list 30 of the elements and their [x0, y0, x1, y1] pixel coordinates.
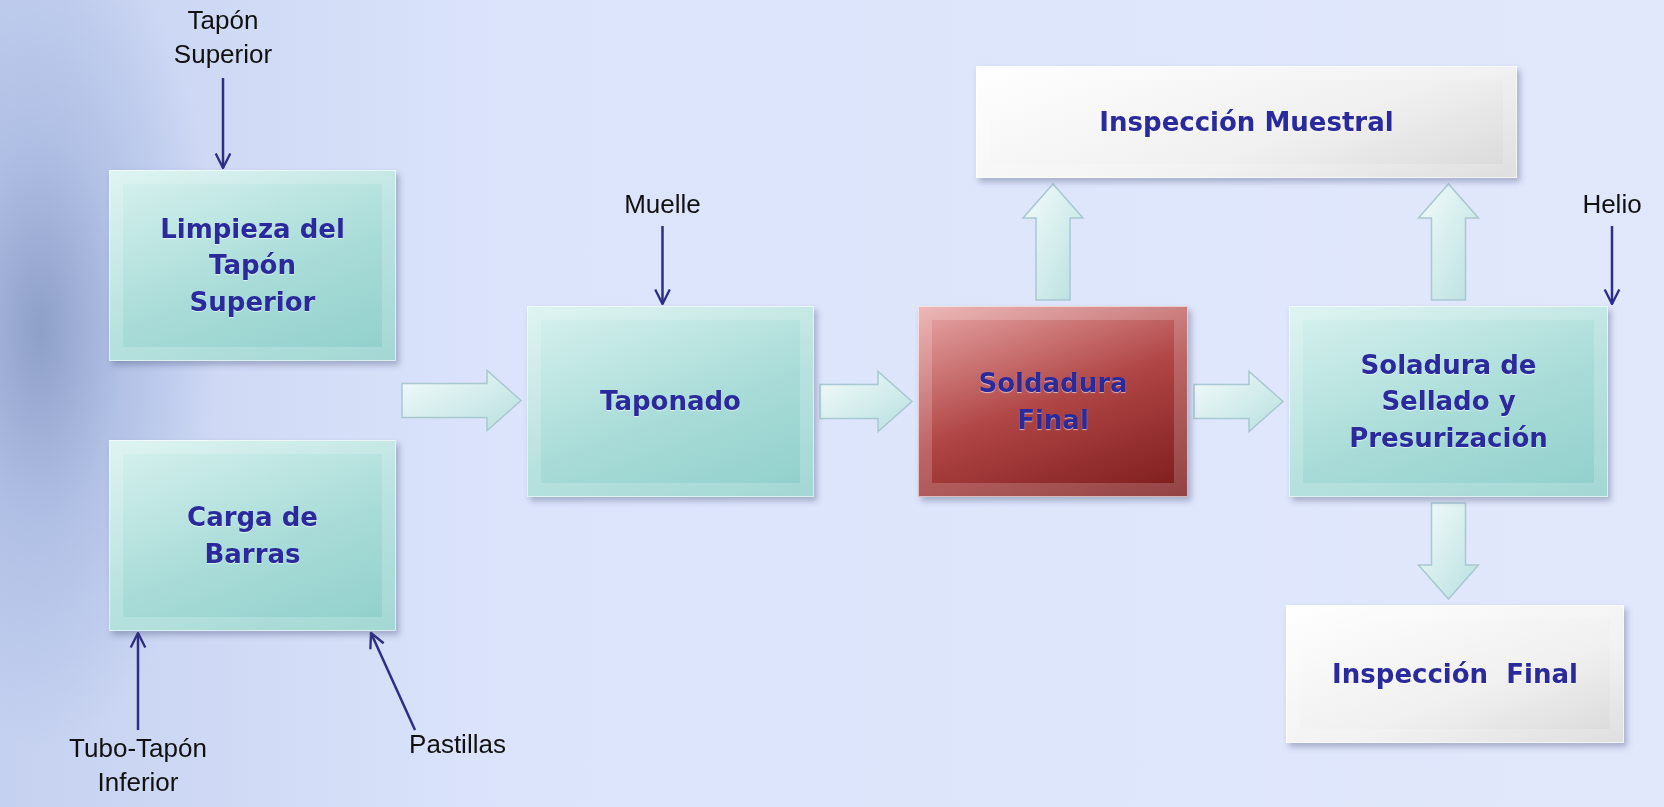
arrow: [214, 78, 232, 170]
block-arrow: [1416, 182, 1481, 301]
process-label: Carga de Barras: [186, 501, 319, 571]
arrow: [654, 226, 671, 306]
block-arrow: [819, 369, 914, 434]
arrow: [1603, 226, 1621, 306]
process-box: [109, 440, 396, 631]
process-label: Limpieza del Tapón Superior: [159, 212, 346, 319]
process-label: Inspección Muestral: [1099, 105, 1394, 139]
arrow: [369, 631, 417, 731]
process-box: [976, 66, 1517, 178]
process-box: [918, 306, 1188, 497]
process-label: Soldadura Final: [977, 367, 1129, 437]
process-label: Taponado: [600, 385, 741, 419]
block-arrow: [401, 368, 523, 433]
block-arrow: [1193, 369, 1285, 434]
process-box: [1289, 306, 1608, 497]
process-label: Inspección Final: [1332, 657, 1578, 691]
process-label: Soladura de Sellado y Presurización: [1348, 348, 1549, 455]
input-label: Muelle: [605, 188, 720, 224]
input-label: Helio: [1566, 188, 1658, 224]
block-arrow: [1021, 182, 1085, 301]
process-box: [109, 170, 396, 361]
process-box: [527, 306, 814, 497]
input-label: Pastillas: [395, 728, 520, 764]
input-label: Tubo-Tapón Inferior: [38, 732, 238, 804]
arrow: [129, 631, 147, 730]
block-arrow: [1416, 502, 1481, 601]
process-box: [1286, 605, 1624, 743]
input-label: Tapón Superior: [148, 4, 298, 76]
